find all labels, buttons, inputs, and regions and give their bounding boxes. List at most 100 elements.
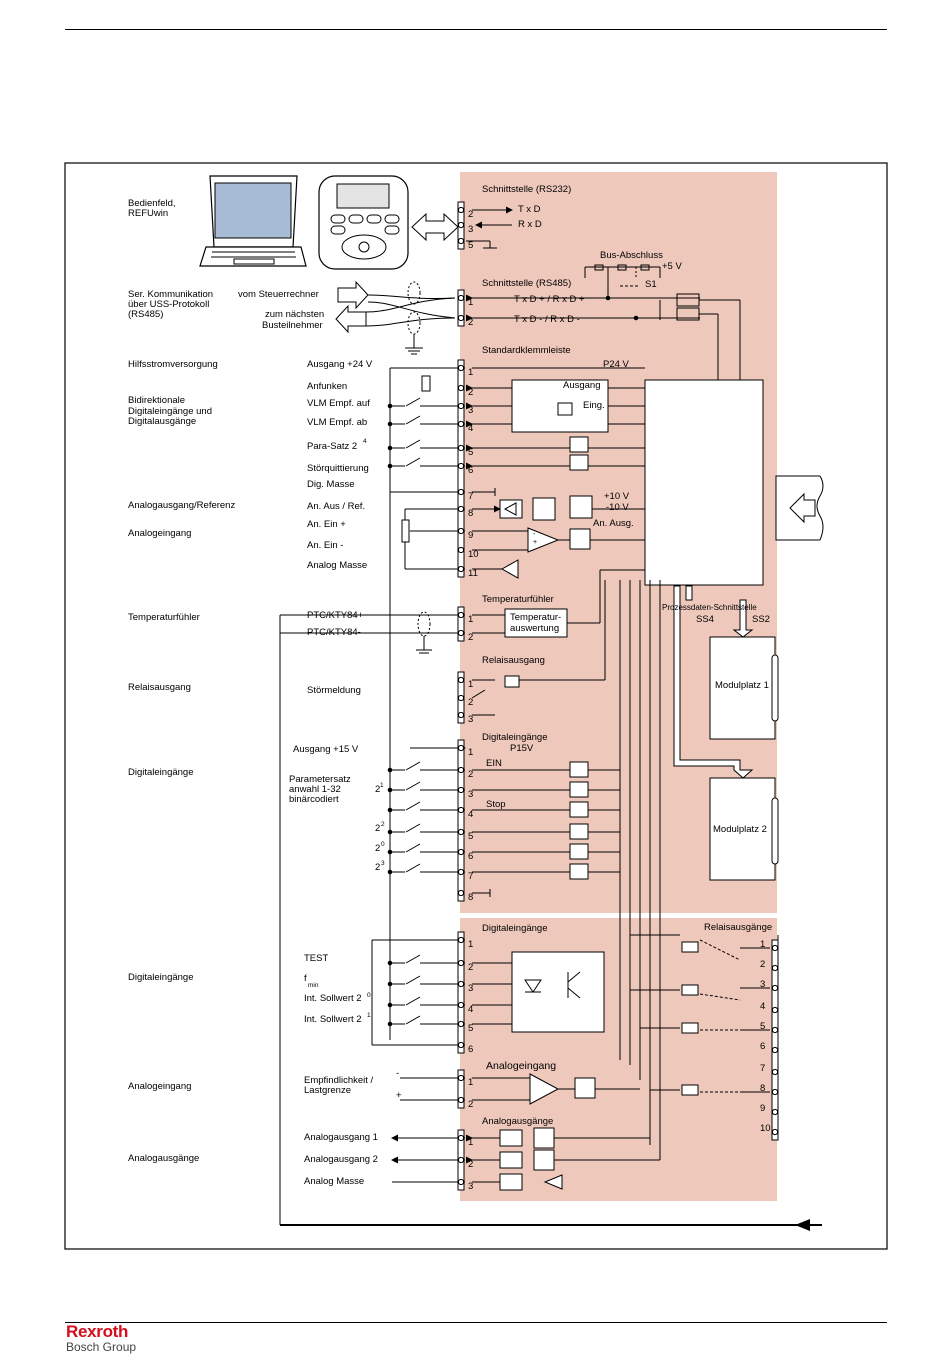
terminal-screw[interactable] [457,546,465,554]
terminal-screw[interactable] [457,828,465,836]
terminal-screw[interactable] [457,786,465,794]
terminal-screw[interactable] [457,505,465,513]
signal-label: Störmeldung [307,685,361,696]
left-label: Bidirektionale [128,395,185,406]
left-label: (RS485) [128,309,163,320]
terminal-number: 2 [468,1099,473,1110]
terminal-screw[interactable] [771,964,779,972]
terminal-screw[interactable] [457,206,465,214]
terminal-number: 3 [468,1181,473,1192]
process-data-arrows [673,585,754,779]
terminal-number: 5 [760,1021,765,1032]
left-label: Analogausgang/Referenz [128,500,235,511]
terminal-number: 3 [468,714,473,725]
terminal-screw[interactable] [457,294,465,302]
terminal-screw[interactable] [457,936,465,944]
terminal-screw[interactable] [771,1068,779,1076]
terminal-number: 6 [468,851,473,862]
terminal-screw[interactable] [457,420,465,428]
terminal-screw[interactable] [457,611,465,619]
superscript-label: 4 [363,438,367,445]
terminal-screw[interactable] [457,676,465,684]
terminal-screw[interactable] [771,1046,779,1054]
terminal-block-rs485: 12 [457,289,473,328]
terminal-screw[interactable] [457,848,465,856]
polarity-label: - [396,1068,399,1079]
superscript-label: 3 [381,860,385,867]
terminal-screw[interactable] [457,711,465,719]
terminal-screw[interactable] [771,1026,779,1034]
panel-label: T x D [518,204,541,215]
terminal-screw[interactable] [771,1108,779,1116]
terminal-screw[interactable] [771,1128,779,1136]
terminal-screw[interactable] [457,980,465,988]
terminal-screw[interactable] [457,629,465,637]
panel-label: +10 V [604,491,630,502]
footer-rule [65,1322,887,1323]
section-label: Relaisausgänge [704,922,772,933]
terminal-number: 4 [468,809,473,820]
signal-label: Analog Masse [304,1176,364,1187]
terminal-screw[interactable] [457,402,465,410]
switches [387,397,421,1027]
terminal-block-analog_in: 12 [457,1069,473,1110]
left-label: über USS-Protokoll [128,299,209,310]
terminal-number: 2 [468,697,473,708]
terminal-block-rs232: 235 [457,201,473,251]
signal-label: Int. Sollwert 2 [304,993,362,1004]
terminal-screw[interactable] [457,462,465,470]
terminal-screw[interactable] [457,565,465,573]
terminal-screw[interactable] [457,221,465,229]
terminal-number: 1 [760,939,765,950]
terminal-screw[interactable] [771,1088,779,1096]
terminal-screw[interactable] [457,364,465,372]
terminal-screw[interactable] [457,1134,465,1142]
terminal-screw[interactable] [457,1156,465,1164]
terminal-screw[interactable] [457,959,465,967]
panel-label: Modulplatz 2 [713,824,767,835]
terminal-number: 1 [468,1077,473,1088]
signal-label: An. Ein + [307,519,346,530]
terminal-screw[interactable] [457,527,465,535]
terminal-screw[interactable] [457,694,465,702]
terminal-screw[interactable] [457,806,465,814]
terminal-number: 3 [468,405,473,416]
section-label: Temperaturfühler [482,594,554,605]
terminal-screw[interactable] [457,1074,465,1082]
binary-weight-label: 2 [375,823,380,834]
terminal-screw[interactable] [457,1001,465,1009]
signal-label: f [304,973,307,984]
terminal-number: 2 [468,209,473,220]
terminal-screw[interactable] [457,744,465,752]
terminal-screw[interactable] [771,1006,779,1014]
rs485-wiring [466,264,741,380]
terminal-screw[interactable] [457,1096,465,1104]
left-label: Digitalausgänge [128,416,196,427]
terminal-number: 10 [468,549,479,560]
terminal-screw[interactable] [771,944,779,952]
terminal-screw[interactable] [771,984,779,992]
terminal-screw[interactable] [457,1178,465,1186]
terminal-screw[interactable] [457,766,465,774]
terminal-screw[interactable] [457,868,465,876]
terminal-screw[interactable] [457,237,465,245]
terminal-screw[interactable] [457,384,465,392]
polarity-label: + [396,1090,402,1101]
panel-label: Eing. [583,400,605,411]
terminal-screw[interactable] [457,1041,465,1049]
panel-label: SS4 [696,614,714,625]
terminal-screw[interactable] [457,444,465,452]
signal-label: An. Aus / Ref. [307,501,365,512]
bus-arrow-out-icon [335,304,367,334]
signal-label: Int. Sollwert 2 [304,1014,362,1025]
terminal-screw[interactable] [457,488,465,496]
relay-coil-icon [681,941,699,1096]
terminal-screw[interactable] [457,889,465,897]
terminal-number: 7 [468,871,473,882]
terminal-screw[interactable] [457,1020,465,1028]
terminal-number: 5 [468,831,473,842]
binary-weight-label: 2 [375,843,380,854]
terminal-screw[interactable] [457,314,465,322]
